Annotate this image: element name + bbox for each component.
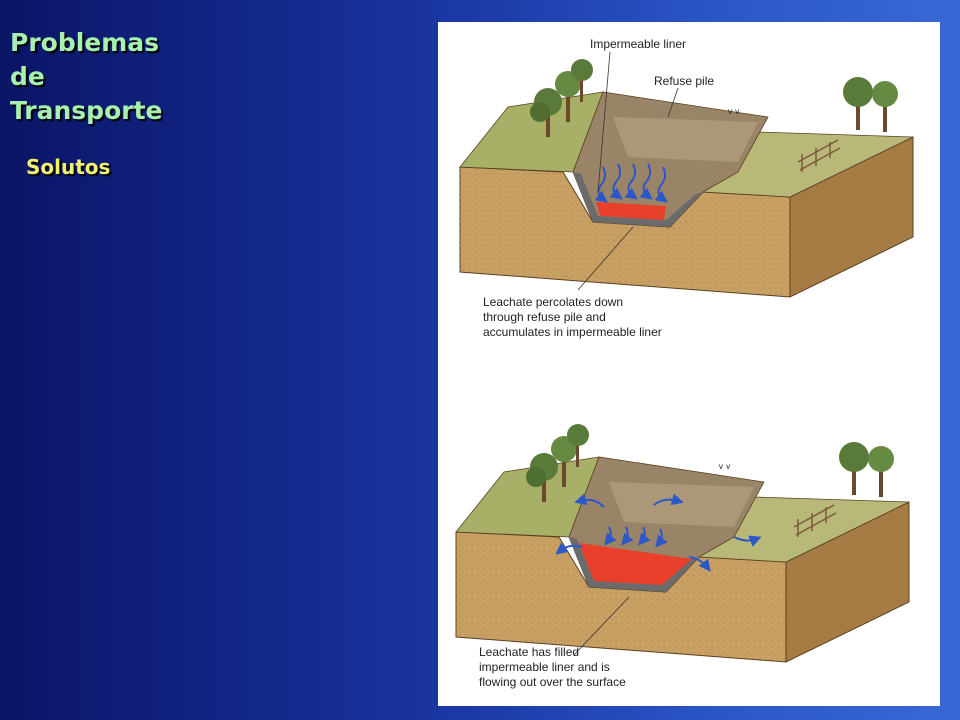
- title-line-1: Problemas: [10, 28, 160, 57]
- percolation-arrows: [594, 163, 668, 203]
- bottom-caption-line-3: flowing out over the surface: [479, 675, 626, 689]
- landfill-diagram-svg: ᵛ ᵛ Impermeable liner Refuse pile Leacha…: [455, 37, 914, 689]
- bottom-caption-line-2: impermeable liner and is: [479, 660, 610, 674]
- bottom-landfill-block: ᵛ ᵛ: [455, 424, 910, 663]
- slide-subtitle: Solutos: [26, 155, 111, 179]
- overflow-arrows: [555, 493, 762, 572]
- title-line-2: de: [10, 62, 45, 91]
- top-caption-line-1: Leachate percolates down: [483, 295, 623, 309]
- top-caption-line-2: through refuse pile and: [483, 310, 606, 324]
- trees-right-bottom: [839, 442, 894, 497]
- fence-top: [797, 139, 841, 172]
- label-impermeable-liner: Impermeable liner: [590, 37, 686, 51]
- trees-left-top: [530, 59, 593, 137]
- slide-title: Problemas de Transporte: [10, 26, 163, 128]
- label-refuse-pile: Refuse pile: [654, 74, 714, 88]
- title-line-3: Transporte: [10, 96, 163, 125]
- trees-right-top: [843, 77, 898, 132]
- birds-bottom: ᵛ ᵛ: [718, 461, 730, 475]
- bottom-caption-line-1: Leachate has filled: [479, 645, 579, 659]
- birds-top: ᵛ ᵛ: [727, 106, 739, 120]
- top-caption-line-3: accumulates in impermeable liner: [483, 325, 662, 339]
- top-landfill-block: ᵛ ᵛ Impermeable liner Refuse pile Leacha…: [459, 37, 914, 339]
- fence-bottom: [793, 504, 837, 537]
- trees-left-bottom: [526, 424, 589, 502]
- landfill-figure: ᵛ ᵛ Impermeable liner Refuse pile Leacha…: [438, 22, 940, 706]
